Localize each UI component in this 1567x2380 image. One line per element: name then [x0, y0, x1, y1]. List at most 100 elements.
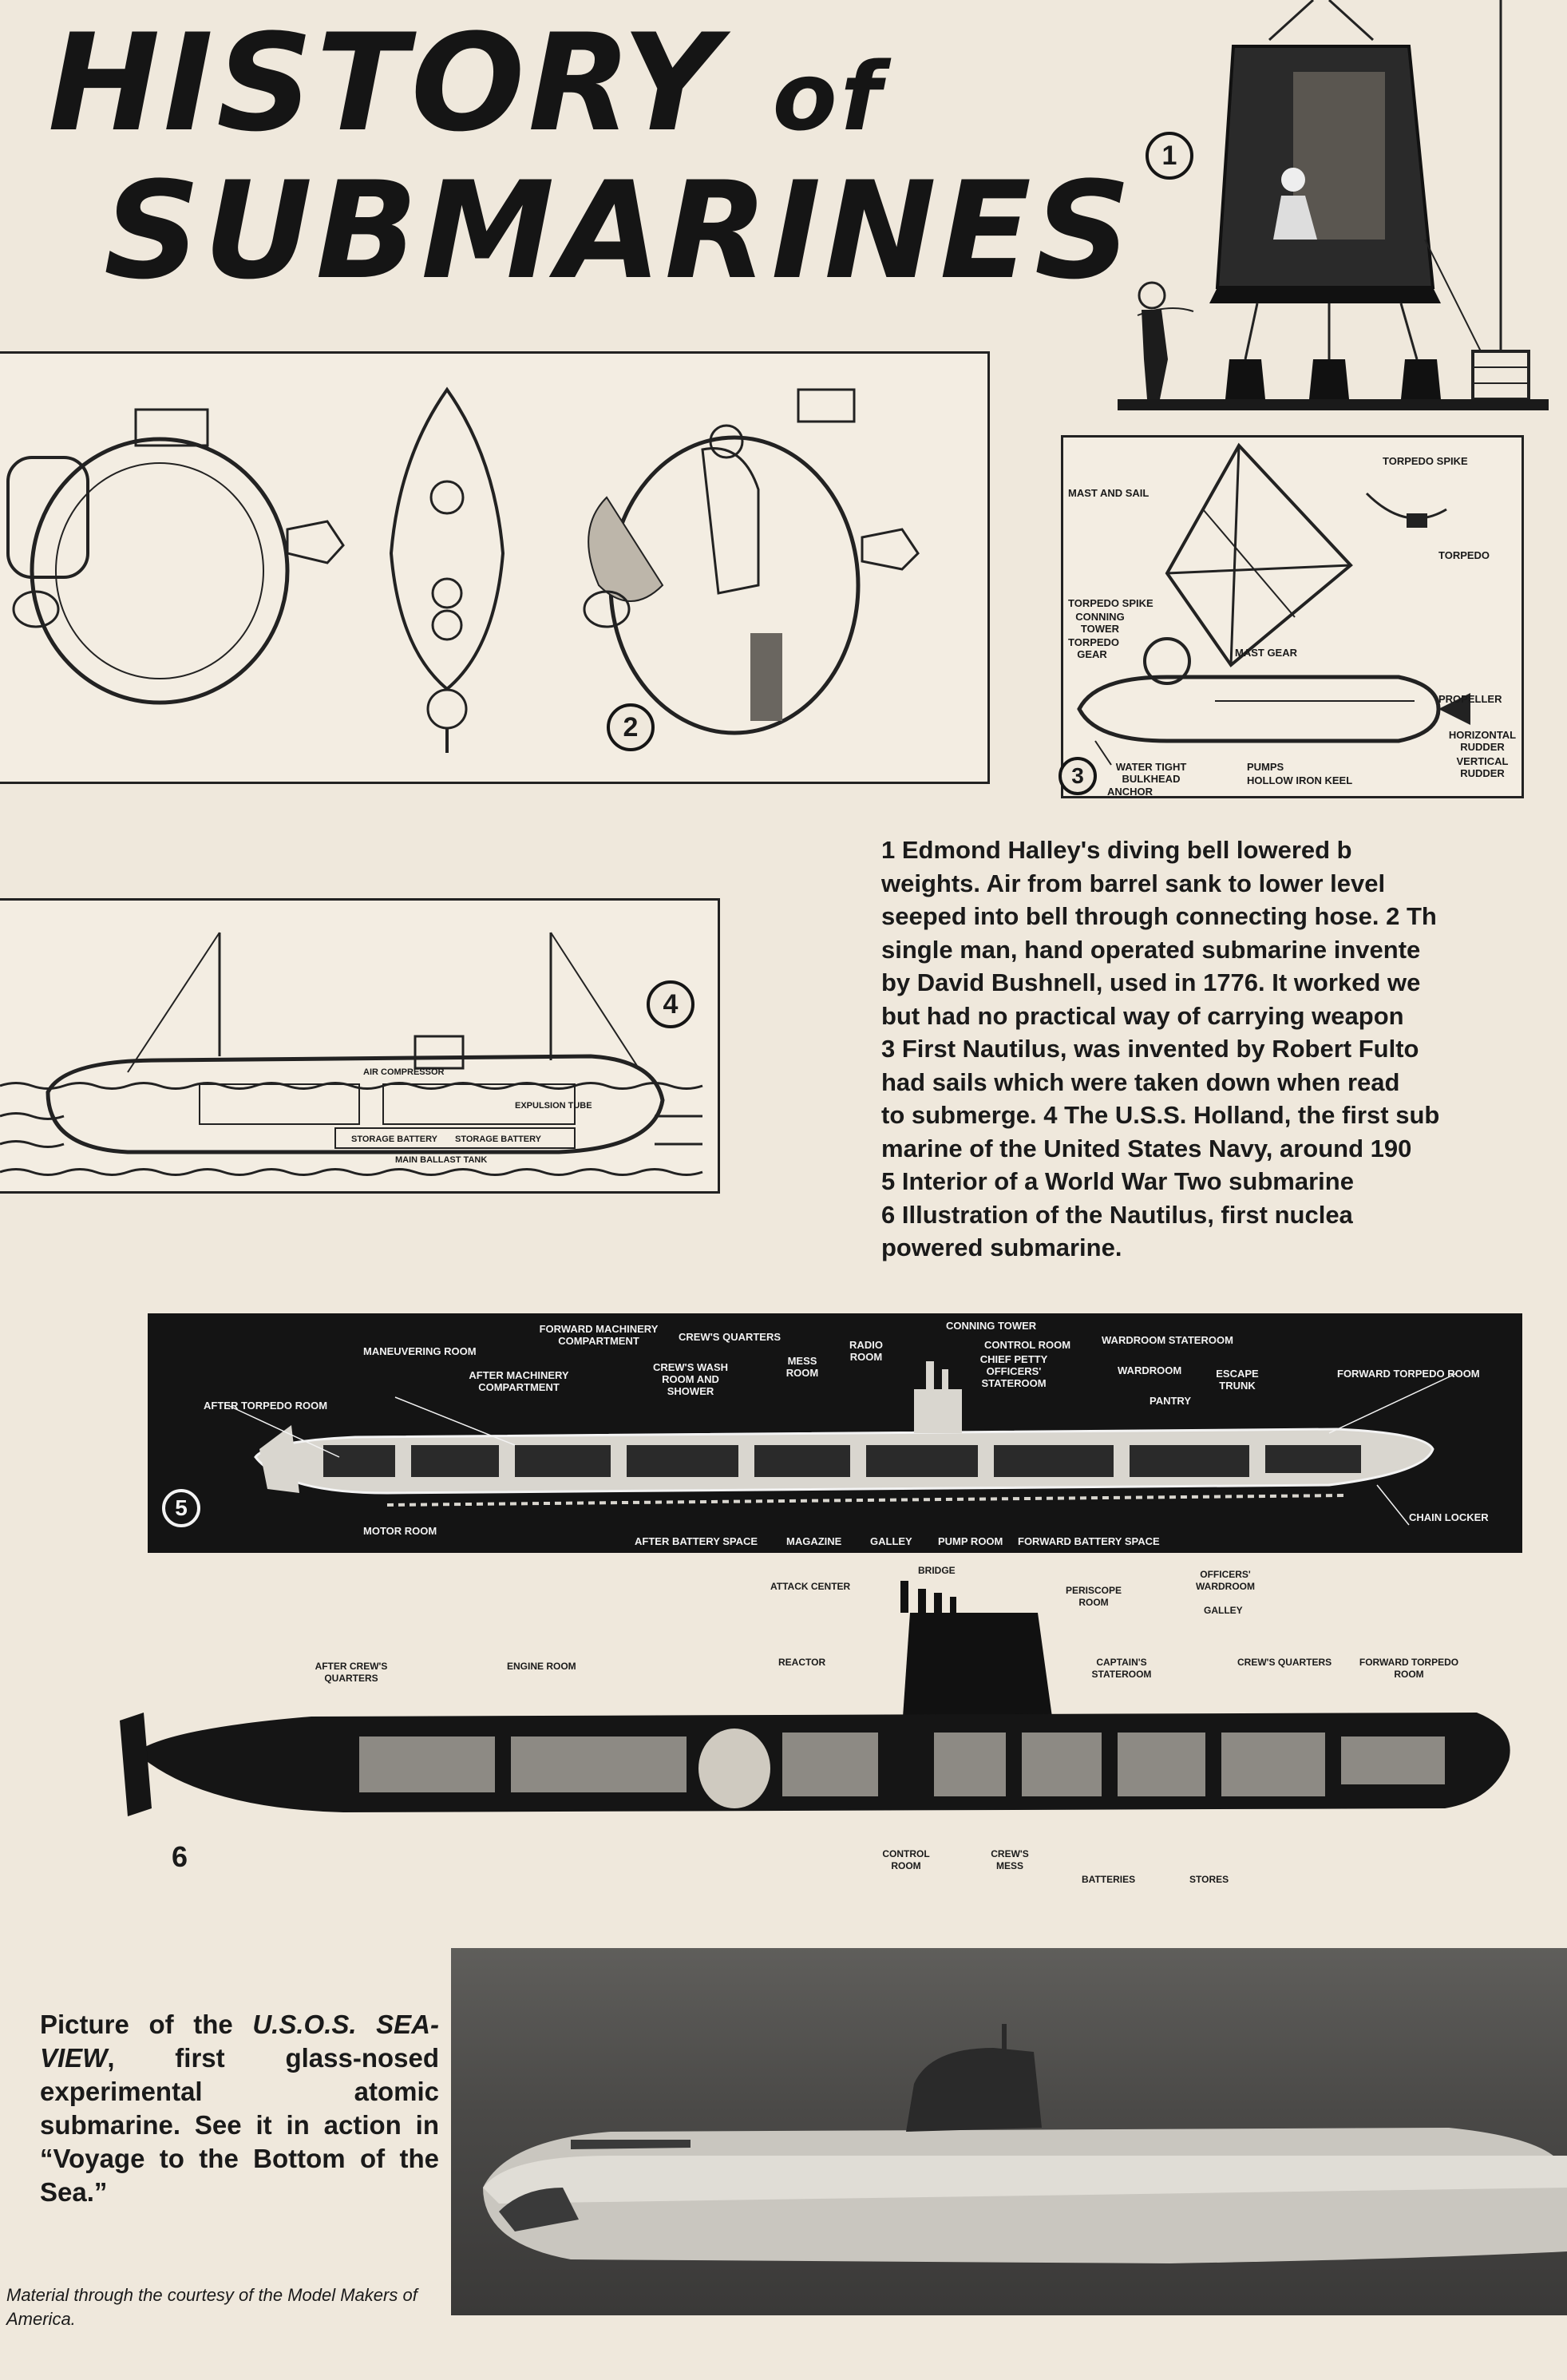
fig3-label-torpedo-spike-top: TORPEDO SPIKE [1383, 455, 1468, 467]
fig4-label-main-ballast-tank: MAIN BALLAST TANK [395, 1155, 488, 1165]
fulton-nautilus-illustration [1077, 442, 1470, 766]
fig3-label-propeller: PROPELLER [1438, 693, 1502, 705]
fig4-label-air-compressor: AIR COMPRESSOR [363, 1067, 445, 1077]
fig6-label-stores: STORES [1189, 1874, 1229, 1885]
fig3-label-pumps: PUMPS [1247, 761, 1284, 773]
courtesy-note: Material through the courtesy of the Mod… [6, 2285, 417, 2329]
fig3-label-hollow-iron-keel: HOLLOW IRON KEEL [1247, 774, 1353, 786]
fig6-label-attack-center: ATTACK CENTER [770, 1581, 851, 1592]
fig5-label-radio-room: RADIO ROOM [849, 1339, 883, 1363]
diving-bell-illustration [1118, 0, 1549, 410]
uss-holland-illustration [0, 932, 703, 1176]
fig5-label-crews-wash: CREW'S WASH ROOM AND SHOWER [652, 1361, 729, 1397]
fig5-label-forward-machinery: FORWARD MACHINERY COMPARTMENT [539, 1323, 659, 1347]
caption-line: had sails which were taken down when rea… [881, 1067, 1400, 1096]
fig6-label-captains-stateroom: CAPTAIN'S STATEROOM [1091, 1657, 1152, 1680]
figure-4-number: 4 [647, 980, 694, 1028]
fig3-label-horizontal-rudder: HORIZONTAL RUDDER [1448, 729, 1517, 753]
caption-line: 3 First Nautilus, was invented by Robert… [881, 1035, 1419, 1063]
fig5-label-conning-tower: CONNING TOWER [946, 1320, 1037, 1332]
fig5-label-chief-petty: CHIEF PETTY OFFICERS' STATEROOM [979, 1353, 1048, 1389]
photo-caption: Picture of the U.S.O.S. SEA-VIEW, first … [40, 2008, 439, 2209]
title-line-1: HISTORY of [48, 16, 1006, 150]
nautilus-nuclear-submarine-illustration [120, 1581, 1510, 1816]
title-of: of [772, 42, 885, 152]
caption-line: single man, hand operated submarine inve… [881, 935, 1421, 964]
fig3-label-vertical-rudder: VERTICAL RUDDER [1456, 755, 1509, 779]
fig5-label-wardroom-stateroom: WARDROOM STATEROOM [1102, 1334, 1233, 1346]
fig5-label-magazine: MAGAZINE [786, 1535, 842, 1547]
fig6-label-officers-wardroom: OFFICERS' WARDROOM [1196, 1569, 1255, 1592]
fig5-label-pantry: PANTRY [1150, 1395, 1191, 1407]
fig5-label-after-machinery: AFTER MACHINERY COMPARTMENT [469, 1369, 569, 1393]
figure-6-panel: BRIDGE ATTACK CENTER PERISCOPE ROOM OFFI… [120, 1565, 1510, 1904]
figure-2-number: 2 [607, 703, 655, 751]
fig6-label-bridge: BRIDGE [918, 1565, 956, 1576]
fig4-label-expulsion-tube: EXPULSION TUBE [515, 1101, 592, 1111]
caption-line: 6 Illustration of the Nautilus, first nu… [881, 1200, 1353, 1229]
fig6-label-crews-mess: CREW'S MESS [991, 1848, 1029, 1871]
photo-caption-body: , first glass-nosed experimental atomic … [40, 2043, 439, 2207]
caption-line: marine of the United States Navy, around… [881, 1134, 1412, 1162]
fig3-label-mast-gear: MAST GEAR [1235, 647, 1297, 659]
fig6-label-control-room: CONTROL ROOM [882, 1848, 930, 1871]
figure-captions: 1 Edmond Halley's diving bell lowered b … [881, 834, 1567, 1265]
seaview-submarine-photo-drawing [483, 2024, 1567, 2263]
fig3-label-water-tight-bulkhead: WATER TIGHT BULKHEAD [1115, 761, 1187, 785]
fig6-label-engine-room: ENGINE ROOM [507, 1661, 576, 1672]
caption-line: but had no practical way of carrying wea… [881, 1001, 1404, 1030]
caption-line: 1 Edmond Halley's diving bell lowered b [881, 836, 1352, 864]
figure-5-number: 5 [162, 1489, 200, 1527]
fig6-label-forward-torpedo-room: FORWARD TORPEDO ROOM [1359, 1657, 1459, 1680]
fig5-label-control-room: CONTROL ROOM [984, 1339, 1071, 1351]
turtle-submarine-illustration [6, 386, 920, 753]
photo-caption-ship-name: U.S.O.S. SEA-VIEW [40, 2010, 439, 2073]
fig5-label-pump-room: PUMP ROOM [938, 1535, 1003, 1547]
fig5-label-forward-battery: FORWARD BATTERY SPACE [1018, 1535, 1160, 1547]
figure-2-panel: 2 [0, 351, 990, 784]
fig5-label-motor-room: MOTOR ROOM [363, 1525, 437, 1537]
figure-4-panel: AIR COMPRESSOR EXPULSION TUBE STORAGE BA… [0, 898, 720, 1194]
fig3-label-torpedo: TORPEDO [1438, 549, 1490, 561]
figure-6-number: 6 [172, 1840, 188, 1873]
fig5-label-after-battery: AFTER BATTERY SPACE [635, 1535, 758, 1547]
fig5-label-forward-torpedo-room: FORWARD TORPEDO ROOM [1337, 1368, 1480, 1380]
caption-line: seeped into bell through connecting hose… [881, 902, 1437, 930]
fig3-label-torpedo-gear: TORPEDO GEAR [1068, 636, 1120, 660]
fig4-label-storage-battery-2: STORAGE BATTERY [455, 1135, 541, 1144]
fig5-label-chain-locker: CHAIN LOCKER [1409, 1511, 1489, 1523]
wwii-submarine-illustration [227, 1361, 1458, 1526]
fig5-label-crews-quarters: CREW'S QUARTERS [679, 1331, 782, 1343]
fig5-label-wardroom: WARDROOM [1118, 1364, 1182, 1376]
caption-line: weights. Air from barrel sank to lower l… [881, 869, 1386, 897]
fig3-label-conning-tower: CONNING TOWER [1075, 611, 1125, 635]
fig5-label-maneuvering-room: MANEUVERING ROOM [363, 1345, 477, 1357]
fig5-label-mess-room: MESS ROOM [785, 1355, 819, 1379]
title-history: HISTORY [48, 5, 723, 161]
photo-caption-prefix: Picture of the [40, 2010, 253, 2039]
figure-3-panel: TORPEDO SPIKE TORPEDO MAST AND SAIL TORP… [1059, 435, 1524, 798]
caption-line: to submerge. 4 The U.S.S. Holland, the f… [881, 1101, 1440, 1129]
figure-1-diving-bell: 1 [1098, 0, 1567, 419]
fig3-label-torpedo-spike: TORPEDO SPIKE [1068, 597, 1153, 609]
fig3-label-mast-and-sail: MAST AND SAIL [1068, 487, 1150, 499]
fig6-label-reactor: REACTOR [778, 1657, 826, 1668]
caption-line: 5 Interior of a World War Two submarine [881, 1167, 1354, 1195]
fig6-label-galley: GALLEY [1204, 1605, 1243, 1616]
fig3-label-anchor: ANCHOR [1107, 786, 1153, 798]
fig5-label-after-torpedo-room: AFTER TORPEDO ROOM [204, 1400, 328, 1412]
fig4-label-storage-battery-1: STORAGE BATTERY [351, 1135, 437, 1144]
seaview-photo [451, 1948, 1567, 2315]
fig6-label-periscope-room: PERISCOPE ROOM [1066, 1585, 1122, 1608]
figure-3-number: 3 [1059, 757, 1097, 795]
figure-5-panel: MANEUVERING ROOM FORWARD MACHINERY COMPA… [148, 1313, 1522, 1553]
fig6-label-batteries: BATTERIES [1082, 1874, 1136, 1885]
fig5-label-galley: GALLEY [870, 1535, 912, 1547]
fig6-label-after-crews-quarters: AFTER CREW'S QUARTERS [315, 1661, 388, 1684]
figure-1-number: 1 [1146, 132, 1193, 180]
caption-line: powered submarine. [881, 1234, 1122, 1261]
fig6-label-crews-quarters: CREW'S QUARTERS [1237, 1657, 1332, 1668]
fig5-label-escape-trunk: ESCAPE TRUNK [1216, 1368, 1259, 1392]
caption-line: by David Bushnell, used in 1776. It work… [881, 968, 1421, 996]
title-line-2: SUBMARINES [104, 152, 1134, 309]
